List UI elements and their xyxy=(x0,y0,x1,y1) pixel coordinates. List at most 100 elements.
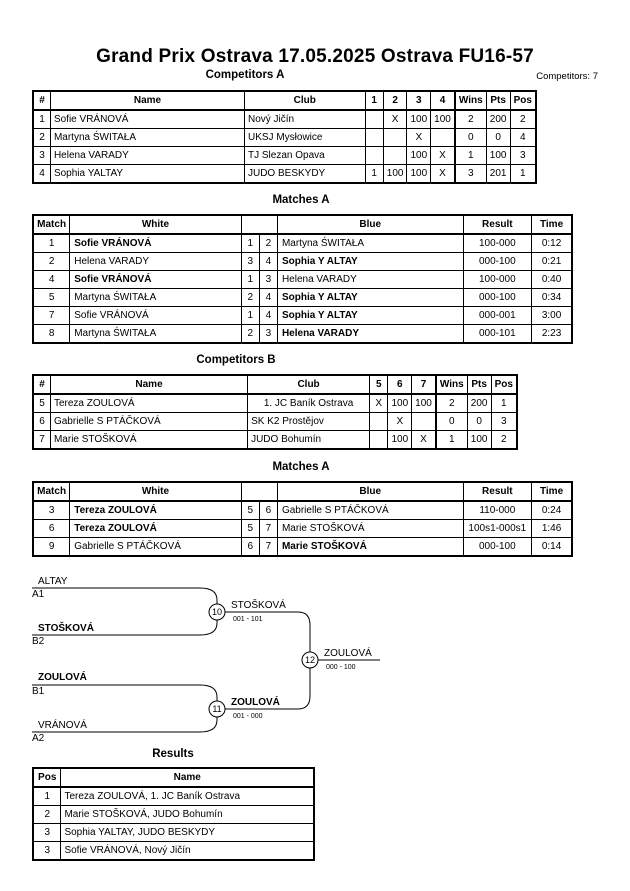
match-result: 000-100 xyxy=(462,288,533,307)
table-cell xyxy=(369,430,389,450)
column-header: 4 xyxy=(430,90,456,111)
table-cell: 2 xyxy=(490,430,518,450)
white-competitor: Martyna ŚWITAŁA xyxy=(69,288,242,307)
white-seed: 1 xyxy=(240,306,260,325)
match-time: 2:23 xyxy=(531,324,573,344)
match-time: 0:14 xyxy=(531,537,573,557)
table-cell: 2 xyxy=(32,128,51,147)
bracket-match-11-score: 001 - 000 xyxy=(233,713,263,720)
blue-competitor: Helena VARADY xyxy=(276,270,464,289)
table-cell: X xyxy=(387,412,413,431)
table-cell xyxy=(430,128,456,147)
white-competitor: Gabrielle S PTÁČKOVÁ xyxy=(69,537,242,557)
blue-competitor: Marie STOŠKOVÁ xyxy=(276,519,464,538)
table-cell: X xyxy=(411,430,437,450)
blue-seed: 7 xyxy=(258,519,278,538)
column-header: Pos xyxy=(509,90,537,111)
column-header: Match xyxy=(32,214,71,235)
match-time: 0:21 xyxy=(531,252,573,271)
result-name: Tereza ZOULOVÁ, 1. JC Baník Ostrava xyxy=(60,786,315,806)
result-position: 3 xyxy=(32,841,62,861)
match-time: 1:46 xyxy=(531,519,573,538)
match-result: 000-001 xyxy=(462,306,533,325)
table-cell: 1. JC Baník Ostrava xyxy=(247,393,371,413)
result-position: 3 xyxy=(32,823,62,842)
table-cell: 7 xyxy=(32,430,51,450)
table-cell: 1 xyxy=(509,164,537,184)
column-header-spacer xyxy=(240,214,278,235)
white-seed: 5 xyxy=(240,519,260,538)
table-cell: 4 xyxy=(509,128,537,147)
result-position: 2 xyxy=(32,805,62,824)
column-header: 3 xyxy=(406,90,432,111)
bracket-entrant-4-tag: A2 xyxy=(32,733,45,744)
match-result: 100s1-000s1 xyxy=(462,519,533,538)
column-header: Wins xyxy=(434,374,468,395)
blue-seed: 3 xyxy=(258,270,278,289)
table-cell: JUDO BESKYDY xyxy=(243,164,366,184)
match-number: 9 xyxy=(32,537,71,557)
column-header: White xyxy=(69,481,242,502)
column-header: Pos xyxy=(490,374,518,395)
match-time: 3:00 xyxy=(531,306,573,325)
white-seed: 3 xyxy=(240,252,260,271)
table-cell: 2 xyxy=(453,109,487,129)
column-header: Wins xyxy=(453,90,487,111)
column-header: Club xyxy=(247,374,371,395)
white-competitor: Sofie VRÁNOVÁ xyxy=(69,306,242,325)
match-time: 0:12 xyxy=(531,233,573,253)
matches-a-2-heading: Matches A xyxy=(272,461,330,473)
match-number: 3 xyxy=(32,500,71,520)
column-header: # xyxy=(32,90,51,111)
result-name: Sophia YALTAY, JUDO BESKYDY xyxy=(60,823,315,842)
competitors-a-heading: Competitors A xyxy=(205,69,285,81)
table-cell: 200 xyxy=(466,393,492,413)
result-position: 1 xyxy=(32,786,62,806)
table-cell: 100 xyxy=(406,109,432,129)
table-cell: 1 xyxy=(364,164,384,184)
table-cell: 1 xyxy=(453,146,487,165)
match-number: 2 xyxy=(32,252,71,271)
table-cell xyxy=(411,412,437,431)
table-cell: 100 xyxy=(411,393,437,413)
column-header: Name xyxy=(49,90,245,111)
table-cell: 100 xyxy=(406,164,432,184)
column-header: Time xyxy=(531,214,573,235)
table-cell: 0 xyxy=(485,128,511,147)
blue-seed: 6 xyxy=(258,500,278,520)
bracket-match-12-number: 12 xyxy=(305,655,315,665)
table-cell: UKSJ Mysłowice xyxy=(243,128,366,147)
result-name: Marie STOŠKOVÁ, JUDO Bohumín xyxy=(60,805,315,824)
table-cell: Gabrielle S PTÁČKOVÁ xyxy=(49,412,249,431)
table-cell: 200 xyxy=(485,109,511,129)
table-cell: Helena VARADY xyxy=(49,146,245,165)
blue-seed: 7 xyxy=(258,537,278,557)
table-cell: X xyxy=(369,393,389,413)
bracket-entrant-2-tag: B2 xyxy=(32,636,45,647)
match-result: 000-101 xyxy=(462,324,533,344)
match-number: 5 xyxy=(32,288,71,307)
table-cell: 1 xyxy=(434,430,468,450)
table-cell xyxy=(382,146,408,165)
blue-competitor: Sophia Y ALTAY xyxy=(276,288,464,307)
table-cell: 3 xyxy=(490,412,518,431)
table-cell: 3 xyxy=(32,146,51,165)
table-cell: 2 xyxy=(434,393,468,413)
competitors-count: Competitors: 7 xyxy=(536,71,598,82)
column-header: Match xyxy=(32,481,71,502)
